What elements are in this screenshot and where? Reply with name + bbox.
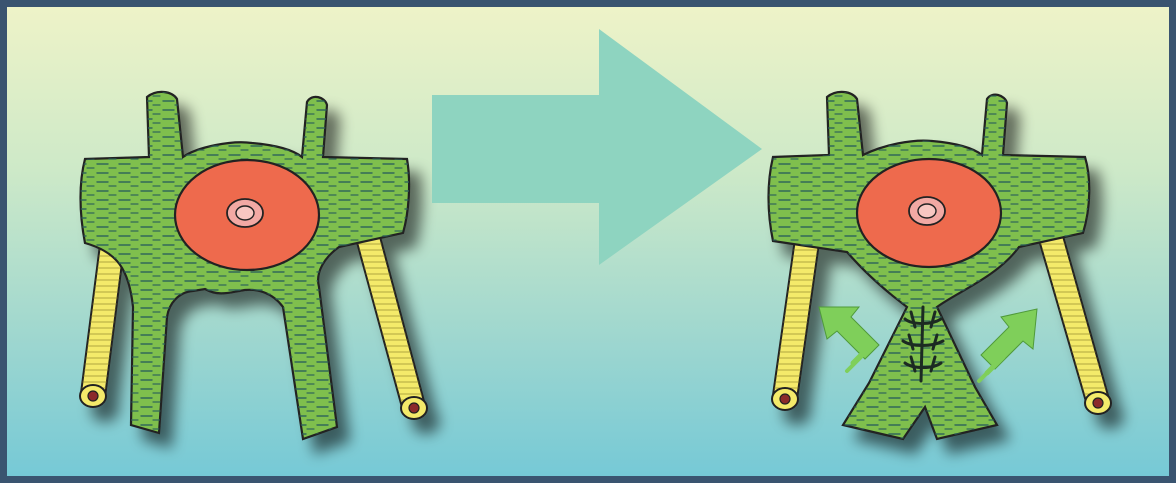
- core-after: [855, 157, 1003, 269]
- core-before: [173, 158, 321, 272]
- after-panel: [767, 90, 1112, 441]
- sutures: [901, 305, 945, 383]
- push-arrow-left-icon: [818, 306, 880, 373]
- left-tube-after: [771, 237, 821, 411]
- transition-arrow: [432, 29, 762, 265]
- push-arrow-right-icon: [977, 308, 1038, 383]
- right-tube-before: [353, 231, 428, 420]
- right-tube-after: [1035, 227, 1112, 415]
- diagram-canvas: [79, 29, 1112, 441]
- before-panel: [79, 90, 428, 441]
